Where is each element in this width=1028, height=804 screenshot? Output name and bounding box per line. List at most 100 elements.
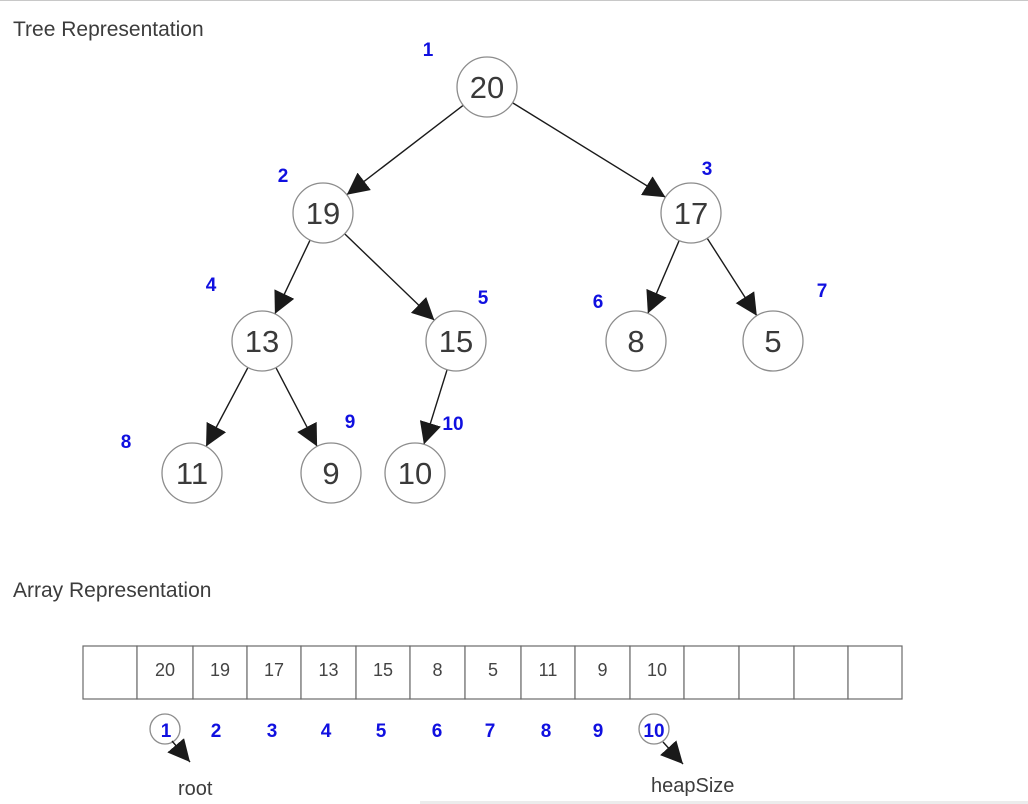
tree-edge-3-6	[646, 240, 680, 314]
tree-node-5: 15	[425, 310, 487, 372]
array-index-label: 1	[161, 721, 172, 742]
tree-node-index-label: 6	[593, 292, 604, 313]
array-cell-value: 19	[210, 660, 230, 680]
tree-node-circle	[456, 56, 518, 118]
tree-node-circle	[231, 310, 293, 372]
heapsize-label: heapSize	[651, 775, 734, 797]
tree-node-index-label: 3	[702, 159, 713, 180]
tree-node-index-label: 4	[206, 275, 217, 296]
tree-node-2: 19	[292, 182, 354, 244]
tree-edge-2-4	[274, 239, 311, 315]
array-cell-value: 13	[318, 660, 338, 680]
tree-node-9: 9	[300, 442, 362, 504]
array-cell-value: 15	[373, 660, 393, 680]
array-cell-box	[136, 645, 194, 700]
tree-edge-4-8	[205, 367, 249, 447]
array-cell-box	[520, 645, 576, 700]
array-cell-11	[683, 645, 740, 700]
tree-edge-4-9	[275, 367, 318, 447]
array-cell-value: 17	[264, 660, 284, 680]
tree-node-circle	[742, 310, 804, 372]
array-index-label: 10	[643, 721, 664, 742]
tree-node-value: 9	[322, 456, 339, 491]
tree-node-value: 11	[176, 456, 208, 491]
tree-node-10: 10	[384, 442, 446, 504]
array-cell-value: 11	[539, 660, 558, 680]
array-cell-box	[82, 645, 138, 700]
array-index-label: 5	[376, 721, 387, 742]
tree-node-value: 5	[764, 324, 781, 359]
array-cell-value: 8	[432, 660, 442, 680]
tree-node-circle	[605, 310, 667, 372]
array-cell-box	[738, 645, 795, 700]
tree-node-index-label: 7	[817, 281, 828, 302]
tree-node-value: 19	[306, 196, 340, 231]
array-index-label: 2	[211, 721, 222, 742]
array-cell-value: 10	[647, 660, 667, 680]
array-cell-box	[300, 645, 357, 700]
array-cell-14	[847, 645, 903, 700]
tree-node-3: 17	[660, 182, 722, 244]
tree-node-7: 5	[742, 310, 804, 372]
array-cell-5: 15	[355, 645, 411, 700]
tree-node-1: 20	[456, 56, 518, 118]
root-index-circle	[149, 713, 181, 745]
array-index-label: 7	[485, 721, 496, 742]
tree-node-circle	[161, 442, 223, 504]
root-label: root	[178, 778, 213, 800]
tree-node-value: 15	[439, 324, 473, 359]
top-divider	[0, 0, 1028, 1]
array-cell-box	[574, 645, 631, 700]
array-cell-value: 5	[488, 660, 498, 680]
tree-edge-3-7	[706, 237, 758, 317]
array-cell-0	[82, 645, 138, 700]
array-cell-box	[355, 645, 411, 700]
tree-node-value: 13	[245, 324, 279, 359]
tree-node-index-label: 1	[423, 40, 434, 61]
tree-node-index-label: 10	[442, 414, 463, 435]
array-index-label: 3	[267, 721, 278, 742]
array-cell-box	[192, 645, 248, 700]
tree-edge-2-5	[344, 233, 435, 321]
array-cell-2: 19	[192, 645, 248, 700]
tree-node-8: 11	[161, 442, 223, 504]
array-section-title: Array Representation	[13, 579, 212, 602]
array-cell-value: 20	[155, 660, 175, 680]
tree-node-value: 8	[627, 324, 644, 359]
array-cell-9: 9	[574, 645, 631, 700]
tree-node-value: 17	[674, 196, 708, 231]
array-cells: 20 19 17 13 15 8 5 11 9 10	[82, 645, 903, 700]
array-cell-3: 17	[246, 645, 302, 700]
tree-node-index-label: 5	[478, 288, 489, 309]
tree-section-title: Tree Representation	[13, 18, 204, 41]
array-cell-12	[738, 645, 795, 700]
tree-node-value: 10	[398, 456, 432, 491]
array-cell-box	[683, 645, 740, 700]
tree-node-circle	[384, 442, 446, 504]
tree-node-6: 8	[605, 310, 667, 372]
array-index-label: 4	[321, 721, 332, 742]
array-cell-value: 9	[597, 660, 607, 680]
tree-node-index-label: 9	[345, 412, 356, 433]
array-cell-1: 20	[136, 645, 194, 700]
tree-node-index-label: 2	[278, 166, 289, 187]
array-cell-6: 8	[409, 645, 466, 700]
array-index-label: 9	[593, 721, 604, 742]
tree-edge-1-2	[346, 104, 464, 196]
tree-edge-1-3	[512, 102, 666, 198]
array-cell-box	[629, 645, 685, 700]
tree-edge-5-10	[419, 369, 448, 445]
tree-node-circle	[425, 310, 487, 372]
root-pointer-arrow	[167, 738, 191, 763]
tree-edges	[205, 102, 758, 447]
array-cell-13	[793, 645, 849, 700]
array-cell-box	[409, 645, 466, 700]
array-index-label: 6	[432, 721, 443, 742]
tree-node-circle	[660, 182, 722, 244]
array-cell-box	[847, 645, 903, 700]
array-cell-box	[793, 645, 849, 700]
array-cell-10: 10	[629, 645, 685, 700]
